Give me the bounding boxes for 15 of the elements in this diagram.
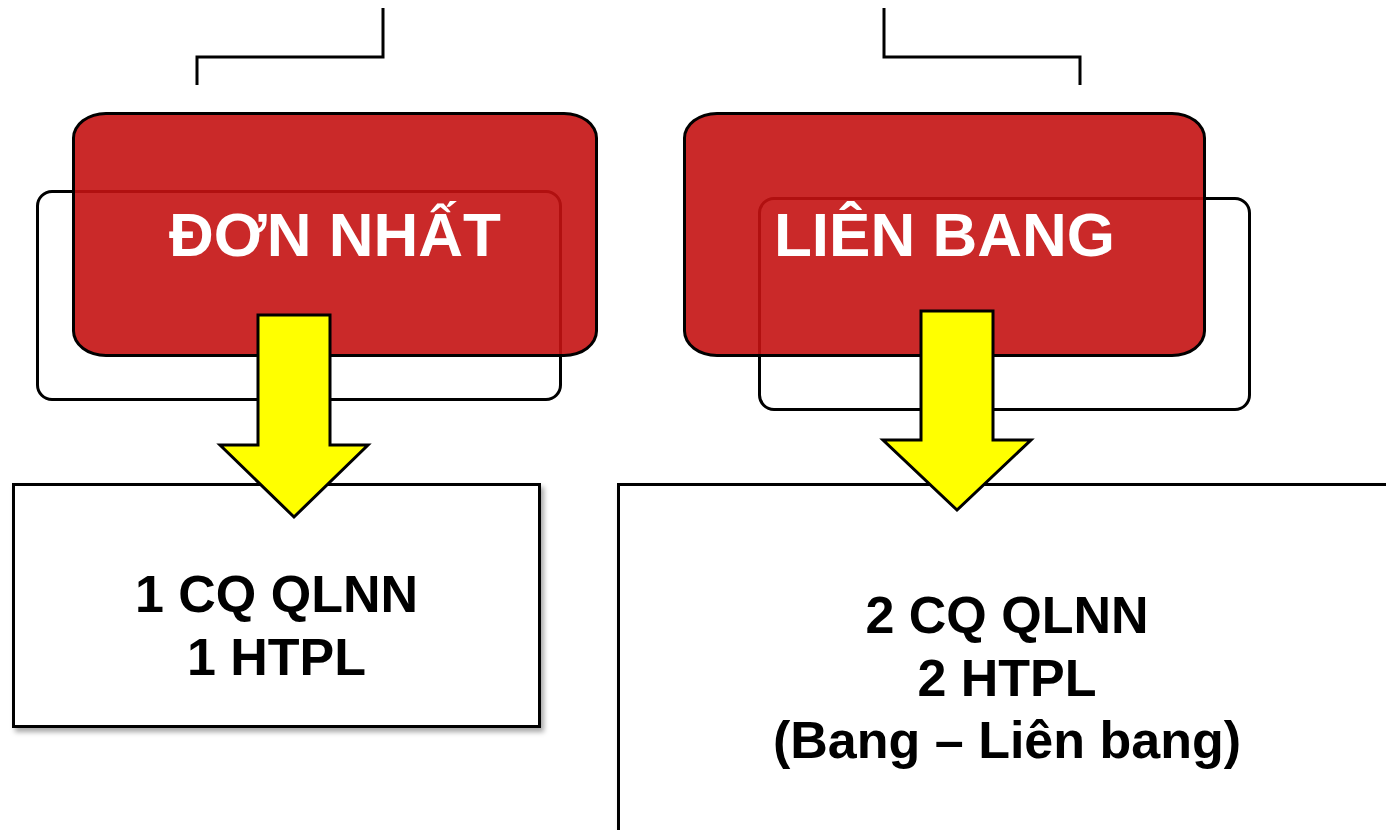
result-text: (Bang – Liên bang) (773, 710, 1241, 772)
result-text: 2 CQ QLNN (865, 585, 1149, 647)
category-box (683, 112, 1206, 357)
connector-line (195, 8, 385, 85)
category-title: LIÊN BANG (774, 199, 1115, 270)
result-box (617, 483, 1386, 830)
block-arrow (879, 309, 1035, 513)
result-box (12, 483, 541, 728)
result-text: 1 CQ QLNN (134, 564, 419, 626)
category-box (72, 112, 598, 357)
result-text: 1 HTPL (186, 626, 367, 688)
block-arrow (216, 313, 372, 520)
connector-line (882, 8, 1082, 85)
result-text: 2 HTPL (917, 647, 1097, 709)
category-title: ĐƠN NHẤT (169, 199, 501, 270)
